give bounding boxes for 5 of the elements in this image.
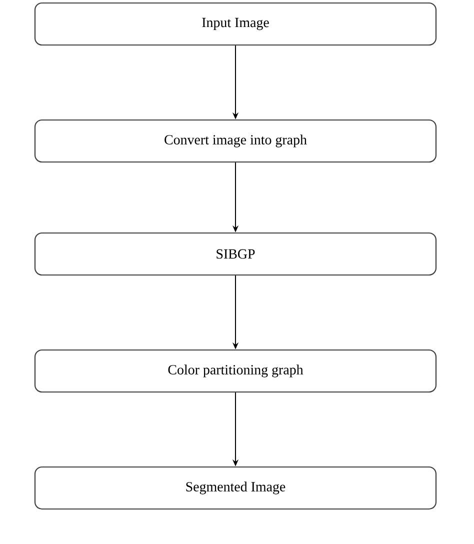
process-box: Color partitioning graph bbox=[34, 349, 437, 393]
process-box: Segmented Image bbox=[34, 466, 437, 510]
process-box: Input Image bbox=[34, 2, 437, 46]
process-box: Convert image into graph bbox=[34, 119, 437, 163]
process-box: SIBGP bbox=[34, 232, 437, 276]
